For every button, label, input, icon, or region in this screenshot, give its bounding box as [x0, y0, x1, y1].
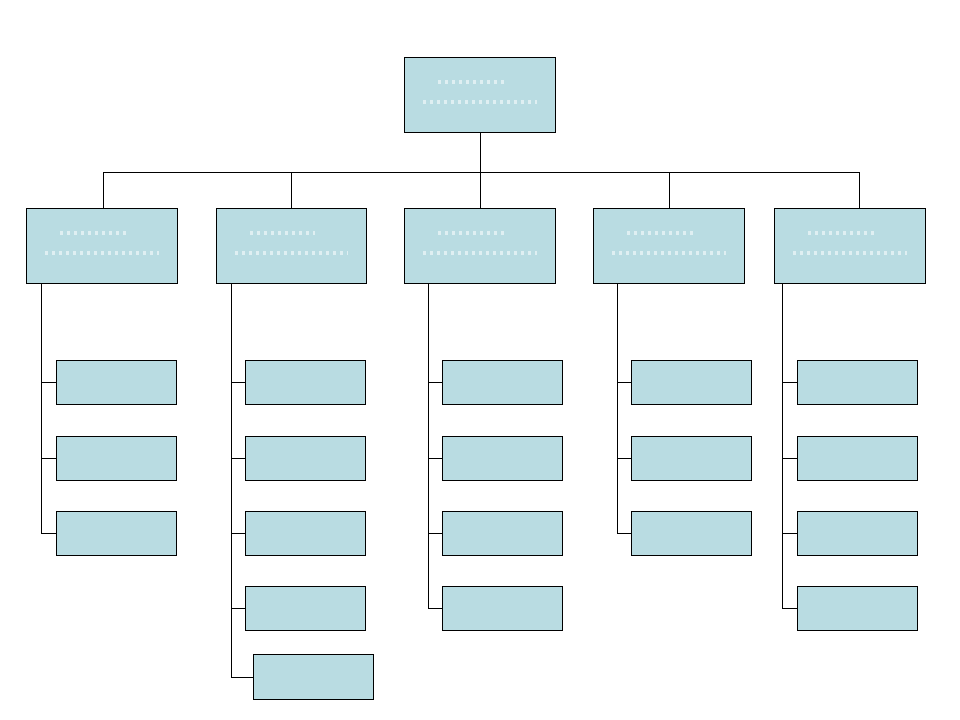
- org-node-branch-2-child-2[interactable]: [245, 436, 366, 481]
- org-node-branch-3-child-1[interactable]: [442, 360, 563, 405]
- connector-line: [782, 458, 797, 459]
- connector-line: [103, 172, 104, 208]
- connector-line: [428, 284, 429, 609]
- org-node-branch-3-child-2[interactable]: [442, 436, 563, 481]
- connector-line: [617, 533, 631, 534]
- placeholder-text-line: [808, 231, 874, 236]
- org-node-branch-2-child-1[interactable]: [245, 360, 366, 405]
- org-node-branch-1-child-1[interactable]: [56, 360, 177, 405]
- org-node-root[interactable]: [404, 57, 556, 133]
- placeholder-text-line: [627, 231, 693, 236]
- placeholder-text-line: [60, 231, 126, 236]
- connector-line: [231, 382, 245, 383]
- connector-line: [617, 458, 631, 459]
- connector-line: [428, 382, 442, 383]
- org-node-branch-5-child-2[interactable]: [797, 436, 918, 481]
- placeholder-text-line: [438, 231, 504, 236]
- org-node-branch-1-child-2[interactable]: [56, 436, 177, 481]
- org-node-branch-2-child-3[interactable]: [245, 511, 366, 556]
- placeholder-text-line: [45, 251, 159, 256]
- connector-line: [41, 284, 42, 534]
- org-node-branch-4-child-1[interactable]: [631, 360, 752, 405]
- connector-line: [782, 533, 797, 534]
- connector-line: [231, 284, 232, 678]
- org-node-branch-5[interactable]: [774, 208, 926, 284]
- connector-line: [669, 172, 670, 208]
- org-node-branch-5-child-4[interactable]: [797, 586, 918, 631]
- org-node-branch-1-child-3[interactable]: [56, 511, 177, 556]
- placeholder-text-line: [423, 251, 537, 256]
- connector-line: [41, 458, 56, 459]
- org-node-branch-5-child-1[interactable]: [797, 360, 918, 405]
- connector-line: [41, 382, 56, 383]
- org-node-branch-2-child-4[interactable]: [245, 586, 366, 631]
- placeholder-text-line: [234, 251, 349, 256]
- connector-line: [428, 533, 442, 534]
- connector-line: [782, 608, 797, 609]
- placeholder-text-line: [793, 251, 907, 256]
- connector-line: [231, 608, 245, 609]
- connector-line: [231, 677, 253, 678]
- connector-line: [291, 172, 292, 208]
- org-node-branch-5-child-3[interactable]: [797, 511, 918, 556]
- connector-line: [41, 533, 56, 534]
- org-node-branch-3-child-3[interactable]: [442, 511, 563, 556]
- connector-line: [480, 133, 481, 172]
- connector-line: [782, 284, 783, 609]
- placeholder-text-line: [249, 231, 316, 236]
- org-node-branch-4-child-3[interactable]: [631, 511, 752, 556]
- org-node-branch-2[interactable]: [216, 208, 367, 284]
- org-node-branch-2-child-5[interactable]: [253, 654, 374, 700]
- connector-line: [617, 284, 618, 534]
- placeholder-text-line: [438, 80, 504, 85]
- connector-line: [103, 172, 860, 173]
- connector-line: [480, 172, 481, 208]
- connector-line: [231, 458, 245, 459]
- org-node-branch-3[interactable]: [404, 208, 556, 284]
- org-node-branch-1[interactable]: [26, 208, 178, 284]
- connector-line: [859, 172, 860, 208]
- placeholder-text-line: [423, 100, 537, 105]
- org-node-branch-4-child-2[interactable]: [631, 436, 752, 481]
- placeholder-text-line: [612, 251, 726, 256]
- connector-line: [428, 608, 442, 609]
- org-node-branch-4[interactable]: [593, 208, 745, 284]
- connector-line: [617, 382, 631, 383]
- connector-line: [782, 382, 797, 383]
- connector-line: [428, 458, 442, 459]
- connector-line: [231, 533, 245, 534]
- org-node-branch-3-child-4[interactable]: [442, 586, 563, 631]
